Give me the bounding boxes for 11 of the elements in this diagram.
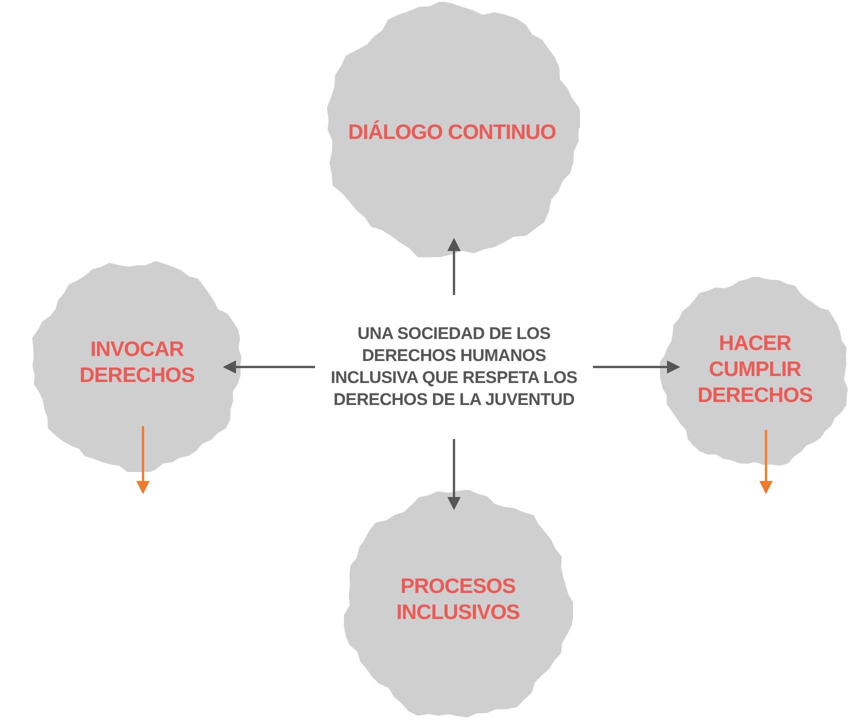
arrow — [447, 238, 461, 295]
node-label: HACER CUMPLIR DERECHOS — [698, 331, 812, 409]
node-label: INVOCAR DERECHOS — [78, 337, 196, 389]
arrow — [136, 426, 150, 494]
arrow — [447, 439, 461, 510]
node-label: PROCESOS INCLUSIVOS — [395, 574, 521, 626]
arrow — [759, 430, 773, 494]
central-statement: UNA SOCIEDAD DE LOS DERECHOS HUMANOS INCLUSIVA QUE RESPETA LOS DERECHOS DE LA JUVENTUD — [318, 298, 590, 436]
node-label: DIÁLOGO CONTINUO — [347, 120, 557, 146]
arrow — [222, 360, 315, 374]
arrow — [593, 360, 680, 374]
